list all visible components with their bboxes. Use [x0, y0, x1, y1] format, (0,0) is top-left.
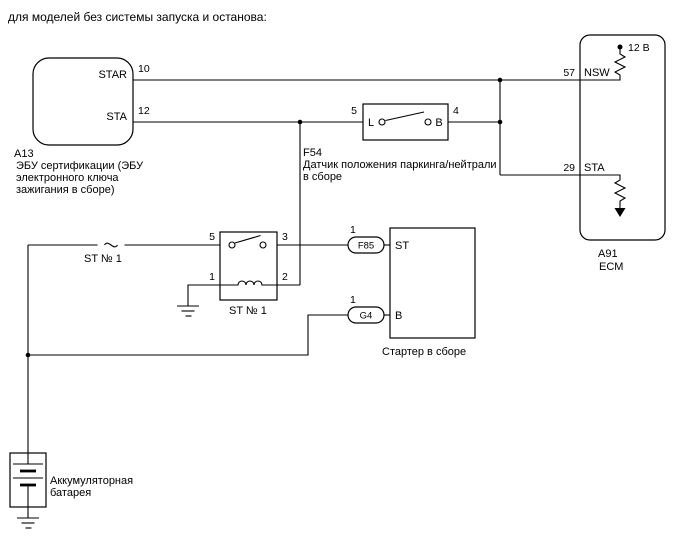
relay-pin-5: 5 — [209, 231, 215, 243]
starter-terminal-st: ST — [395, 240, 409, 252]
relay-label: ST № 1 — [229, 305, 267, 317]
relay-ground-icon — [177, 305, 199, 317]
relay-pin-1: 1 — [209, 271, 215, 283]
relay-coil — [220, 280, 277, 286]
sta-resistor — [580, 174, 627, 208]
a13-ref: A13 — [14, 148, 34, 160]
starter-caption: Стартер в сборе — [382, 346, 466, 358]
f54-pin-4: 4 — [453, 105, 459, 117]
supply-node-dot — [617, 44, 623, 50]
connector-g4-id: G4 — [360, 311, 373, 322]
ecm-supply-12v: 12 В — [628, 42, 650, 54]
battery-caption-line1: Аккумуляторная — [50, 475, 133, 487]
diagram-title: для моделей без системы запуска и остано… — [8, 10, 267, 24]
junction-sta-branch — [297, 119, 303, 125]
ecm-name: ECM — [599, 261, 623, 273]
a13-caption-line3: зажигания в сборе) — [16, 184, 115, 196]
wire-starter-b-to-battery — [28, 314, 348, 356]
junction-f54b-line — [497, 119, 503, 125]
g4-pin-1: 1 — [350, 294, 356, 306]
internal-ground-arrow-icon — [614, 208, 626, 217]
f54-ref: F54 — [303, 147, 322, 159]
fuse-label: ST № 1 — [84, 253, 122, 265]
f54-contact-left — [378, 118, 386, 126]
relay-pin-2: 2 — [282, 271, 288, 283]
a13-ecu-box — [32, 57, 134, 146]
junction-nsw-line — [497, 77, 503, 83]
junction-battery-rail — [25, 352, 31, 358]
f54-terminal-b: B — [435, 117, 442, 129]
starter-box — [389, 227, 476, 339]
wire-relay-pin1-to-ground — [187, 284, 220, 306]
nsw-pullup-resistor — [580, 49, 627, 81]
ecm-box — [579, 34, 666, 241]
starter-terminal-b: B — [395, 310, 402, 322]
fuse-element — [104, 242, 118, 248]
ecm-terminal-sta: STA — [584, 162, 605, 174]
connector-f85-id: F85 — [358, 241, 374, 252]
f54-caption-line2: в сборе — [303, 171, 342, 183]
a13-pin-10: 10 — [138, 63, 150, 75]
ecm-ref: A91 — [598, 248, 618, 260]
a13-pin-12: 12 — [138, 105, 150, 117]
f54-switch-arm — [385, 111, 425, 122]
battery-caption-line2: батарея — [50, 487, 91, 499]
ecm-pin-29: 29 — [563, 162, 575, 174]
f54-terminal-l: L — [368, 117, 374, 129]
st-relay-box — [219, 231, 278, 301]
ecm-pin-57: 57 — [563, 67, 575, 79]
a13-caption-line2: электронного ключа — [16, 172, 119, 184]
relay-contact-left — [228, 241, 236, 249]
a13-terminal-star: STAR — [98, 69, 127, 81]
relay-pin-3: 3 — [282, 231, 288, 243]
f54-pin-5: 5 — [351, 105, 357, 117]
a13-terminal-sta: STA — [106, 111, 127, 123]
f85-pin-1: 1 — [350, 224, 356, 236]
f54-contact-right — [424, 118, 432, 126]
relay-switch-arm — [234, 234, 261, 244]
relay-contact-right — [259, 241, 267, 249]
ecm-terminal-nsw: NSW — [584, 67, 610, 79]
a13-caption-line1: ЭБУ сертификации (ЭБУ — [16, 160, 144, 172]
battery-ground-icon — [17, 517, 39, 529]
f54-caption-line1: Датчик положения паркинга/нейтрали — [303, 159, 497, 171]
